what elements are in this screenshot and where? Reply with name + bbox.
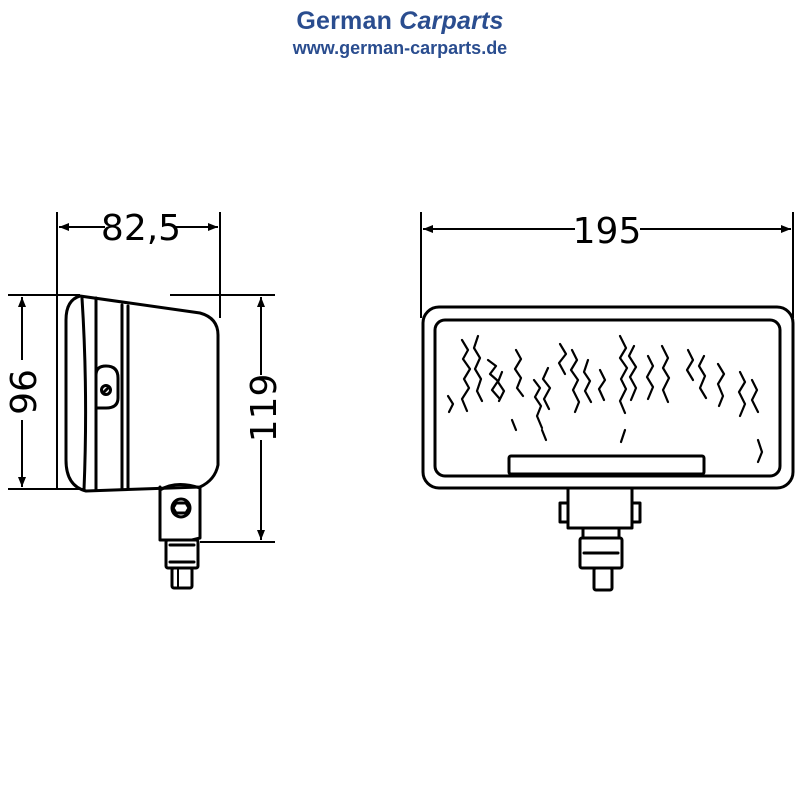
side-dimensions: [8, 212, 275, 543]
dim-side-total-height: 119: [244, 374, 285, 443]
front-lens-inner: [433, 318, 782, 478]
front-dimensions: [420, 212, 794, 318]
side-bolt-shaft: [170, 566, 194, 590]
brand-word-carparts: Carparts: [399, 7, 504, 35]
dim-side-width: 82,5: [101, 208, 181, 249]
front-housing-outer: [421, 305, 795, 490]
side-housing: [64, 294, 220, 493]
front-bracket: [566, 486, 634, 530]
brand-url[interactable]: www.german-carparts.de: [292, 38, 508, 58]
front-lens-pattern: [446, 334, 764, 464]
front-bottom-slot: [507, 454, 706, 476]
side-lens: [80, 296, 88, 492]
side-view: [64, 294, 220, 590]
front-view: [421, 305, 795, 592]
dim-front-width: 195: [573, 211, 642, 252]
brand-word-german: German: [296, 7, 393, 35]
brand-header: German Carparts www.german-carparts.de: [0, 6, 800, 59]
dim-side-inner-height: 96: [4, 369, 45, 415]
front-bolt-shaft: [592, 566, 614, 592]
side-clip: [94, 364, 120, 410]
brand-title: German Carparts: [0, 6, 800, 36]
